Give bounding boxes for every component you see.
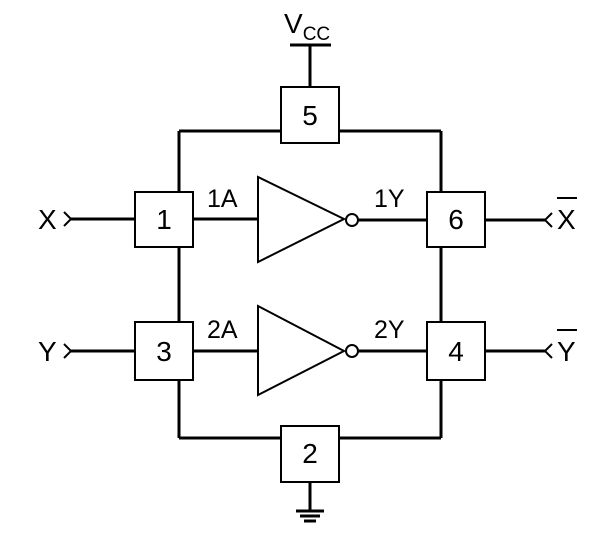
- y-output-label: Y: [557, 336, 576, 367]
- pin-2-label: 2: [302, 438, 318, 469]
- pin-1: 1: [134, 191, 194, 248]
- pin-3-label: 3: [156, 336, 172, 367]
- gate1-output-label: 1Y: [374, 185, 405, 213]
- x-output-arrow-icon: [543, 212, 553, 228]
- gate2-input-label: 2A: [207, 316, 238, 344]
- pin-1-label: 1: [156, 204, 172, 235]
- inverter-2-bubble-icon: [345, 344, 359, 358]
- gate2-output-label: 2Y: [374, 316, 405, 344]
- inverter-1-bubble-icon: [345, 213, 359, 227]
- pin-6: 6: [426, 191, 486, 248]
- inverter-2-icon: [257, 304, 347, 397]
- pin-4-label: 4: [448, 336, 464, 367]
- vcc-label: VCC: [284, 8, 330, 45]
- x-output-label: X: [557, 204, 576, 235]
- frame-wires: [177, 129, 443, 440]
- pin-3: 3: [134, 321, 194, 381]
- x-input-arrow-icon: [63, 211, 73, 227]
- pin-2: 2: [280, 425, 340, 483]
- y-output-arrow-icon: [543, 343, 553, 359]
- x-input-label: X: [38, 204, 57, 235]
- ground-icon: [296, 482, 324, 523]
- y-input-label: Y: [38, 336, 57, 367]
- y-input-arrow-icon: [63, 343, 73, 359]
- pin-5: 5: [280, 86, 340, 144]
- pin-5-label: 5: [302, 100, 318, 131]
- gate1-input-label: 1A: [207, 185, 238, 213]
- inverter-1-icon: [257, 175, 347, 264]
- pin-6-label: 6: [448, 204, 464, 235]
- pin-4: 4: [426, 321, 486, 381]
